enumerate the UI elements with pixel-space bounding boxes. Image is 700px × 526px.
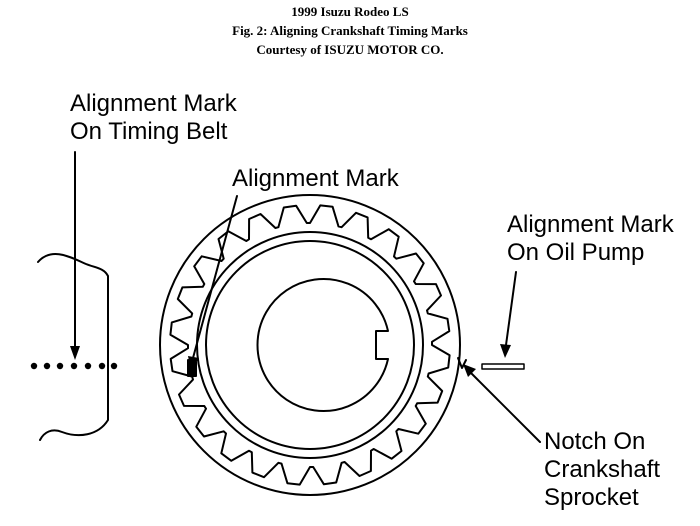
figure-header: 1999 Isuzu Rodeo LS Fig. 2: Aligning Cra… [0,2,700,59]
belt-dot [84,362,92,370]
hub-ring-inner [205,240,415,450]
header-figure-title: Fig. 2: Aligning Crankshaft Timing Marks [232,23,468,38]
belt-dot [43,362,51,370]
oil-pump-housing [159,194,461,496]
label-belt-mark: Alignment Mark On Timing Belt [70,90,237,145]
shaft-bore-keyway [256,278,389,412]
arrowhead-belt [70,346,80,360]
belt-dot [110,362,118,370]
sprocket-notch [457,357,467,369]
arrowhead-notch [463,364,476,377]
header-courtesy: Courtesy of ISUZU MOTOR CO. [256,42,444,57]
leader-oil-pump [505,271,517,346]
belt-dot [56,362,64,370]
arrowhead-sprocket-mark [188,356,199,371]
belt-dot [70,362,78,370]
label-sprocket-mark: Alignment Mark [232,165,399,192]
leader-notch [469,371,541,443]
belt-dot [98,362,106,370]
timing-belt-outline [37,253,109,441]
oil-pump-alignment-mark [481,363,525,370]
label-notch: Notch On Crankshaft Sprocket [544,428,661,511]
arrowhead-oil-pump [500,344,511,358]
sprocket-teeth [169,204,451,486]
belt-dot [30,362,38,370]
header-vehicle: 1999 Isuzu Rodeo LS [291,4,409,19]
leader-sprocket-mark [192,195,238,359]
hub-ring-outer [196,231,424,459]
label-oil-pump-mark: Alignment Mark On Oil Pump [507,211,674,266]
